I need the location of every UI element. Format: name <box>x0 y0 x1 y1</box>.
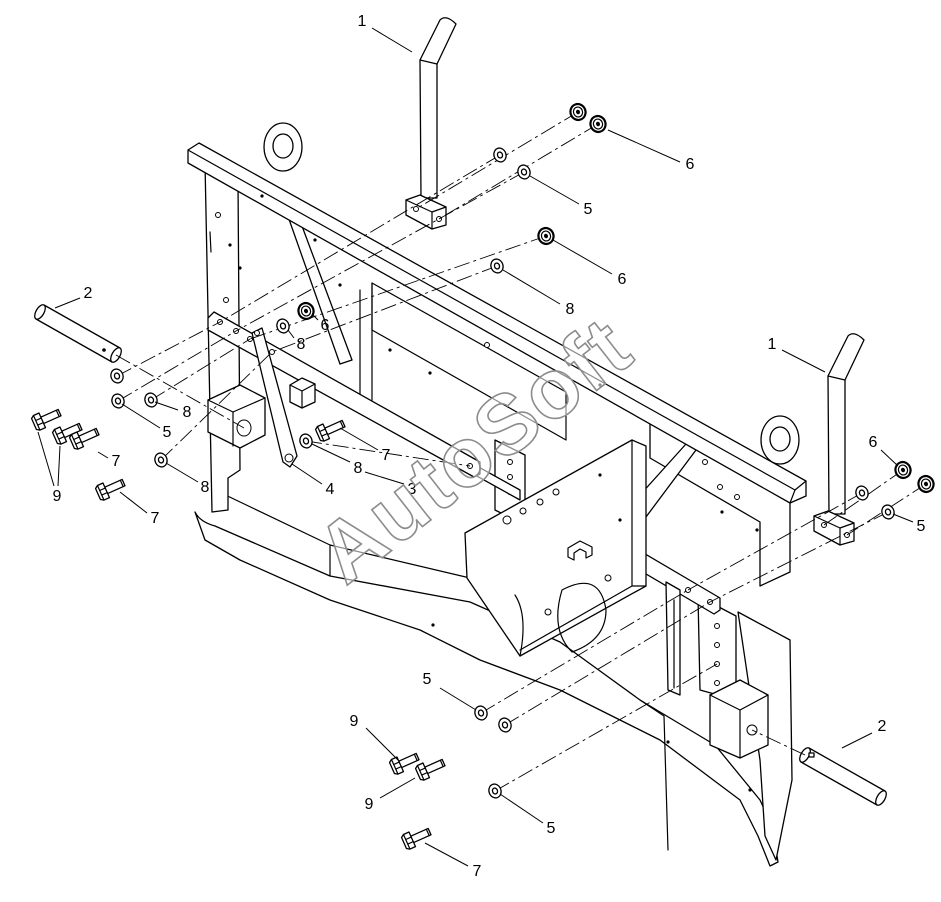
washer <box>109 391 127 411</box>
lever-left <box>405 17 457 230</box>
pin-right <box>799 747 887 806</box>
center-opening <box>313 238 567 441</box>
callout-label: 5 <box>423 671 432 688</box>
callouts: 1 6 5 6 8 2 6 8 1 8 5 7 7 6 9 8 4 3 8 7 … <box>53 13 926 880</box>
callout-label: 6 <box>618 271 627 288</box>
washer <box>142 390 160 410</box>
lifting-eye-left <box>263 122 303 172</box>
callout-label: 5 <box>917 518 926 535</box>
link-strap <box>251 327 298 468</box>
washer <box>274 316 292 336</box>
callout-label: 9 <box>350 713 359 730</box>
bolt <box>400 823 434 851</box>
nut <box>892 458 914 482</box>
vertical-bar-right <box>665 581 681 696</box>
callout-label: 1 <box>768 336 777 353</box>
callout-label: 7 <box>473 863 482 880</box>
bolt <box>414 754 448 782</box>
washer <box>853 483 871 503</box>
callout-label: 8 <box>201 479 210 496</box>
center-plate <box>464 439 647 657</box>
washer <box>472 703 490 723</box>
washer <box>108 366 126 386</box>
top-beam <box>187 142 807 504</box>
nut <box>535 224 557 248</box>
washer <box>488 256 506 276</box>
callout-label: 9 <box>365 796 374 813</box>
callout-label: 8 <box>566 301 575 318</box>
callout-label: 5 <box>163 424 172 441</box>
slot <box>567 540 593 561</box>
lever-right <box>813 333 865 546</box>
callout-label: 9 <box>53 488 62 505</box>
washer <box>491 145 509 165</box>
lifting-eye-right <box>760 415 800 465</box>
callout-label: 6 <box>869 434 878 451</box>
pin-left <box>34 304 122 363</box>
callout-label: 4 <box>326 481 335 498</box>
base-body <box>194 489 779 867</box>
crossbar-left-segment <box>207 311 481 478</box>
callout-label: 3 <box>408 481 417 498</box>
nut <box>567 100 589 124</box>
nut <box>915 472 937 496</box>
bolt <box>94 474 128 502</box>
leader-lines <box>37 27 914 867</box>
callout-label: 2 <box>878 718 887 735</box>
callout-label: 7 <box>151 510 160 527</box>
washer <box>486 781 504 801</box>
callout-label: 1 <box>358 13 367 30</box>
block-lower-right <box>709 679 769 759</box>
callout-label: 7 <box>112 453 121 470</box>
small-block <box>289 377 316 409</box>
nut <box>295 299 317 323</box>
callout-label: 6 <box>321 317 330 334</box>
washer <box>879 502 897 522</box>
callout-label: 2 <box>84 285 93 302</box>
callout-label: 5 <box>584 201 593 218</box>
callout-label: 8 <box>297 336 306 353</box>
callout-label: 8 <box>183 404 192 421</box>
washer <box>496 715 514 735</box>
callout-label: 8 <box>354 460 363 477</box>
callout-label: 7 <box>382 447 391 464</box>
frame <box>187 122 807 867</box>
callout-label: 6 <box>686 156 695 173</box>
nut <box>587 112 609 136</box>
washer <box>515 162 533 182</box>
bolt <box>388 748 422 776</box>
washer <box>297 431 315 451</box>
callout-label: 5 <box>547 820 556 837</box>
